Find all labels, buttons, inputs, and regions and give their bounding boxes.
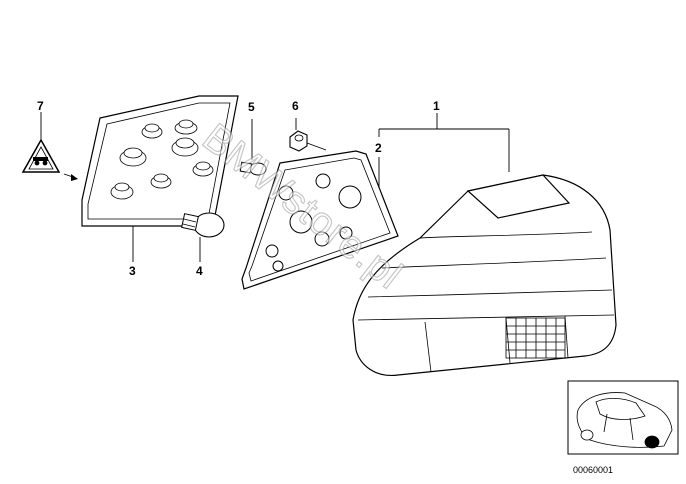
gasket-part [241,150,399,290]
callout-1: 1 [433,99,440,113]
document-number: 00060001 [573,465,613,475]
car-location-thumbnail [567,380,679,455]
callout-6: 6 [292,99,299,113]
callout-2: 2 [375,141,382,155]
bulb-part [181,212,225,238]
nut-part [289,130,308,152]
callout-4: 4 [196,264,203,278]
tail-light-lens-part [352,174,617,377]
callout-5: 5 [248,100,255,114]
small-bulb-part [239,161,267,176]
callout-3: 3 [129,264,136,278]
callout-7: 7 [37,99,44,113]
warning-triangle-icon [21,138,61,173]
